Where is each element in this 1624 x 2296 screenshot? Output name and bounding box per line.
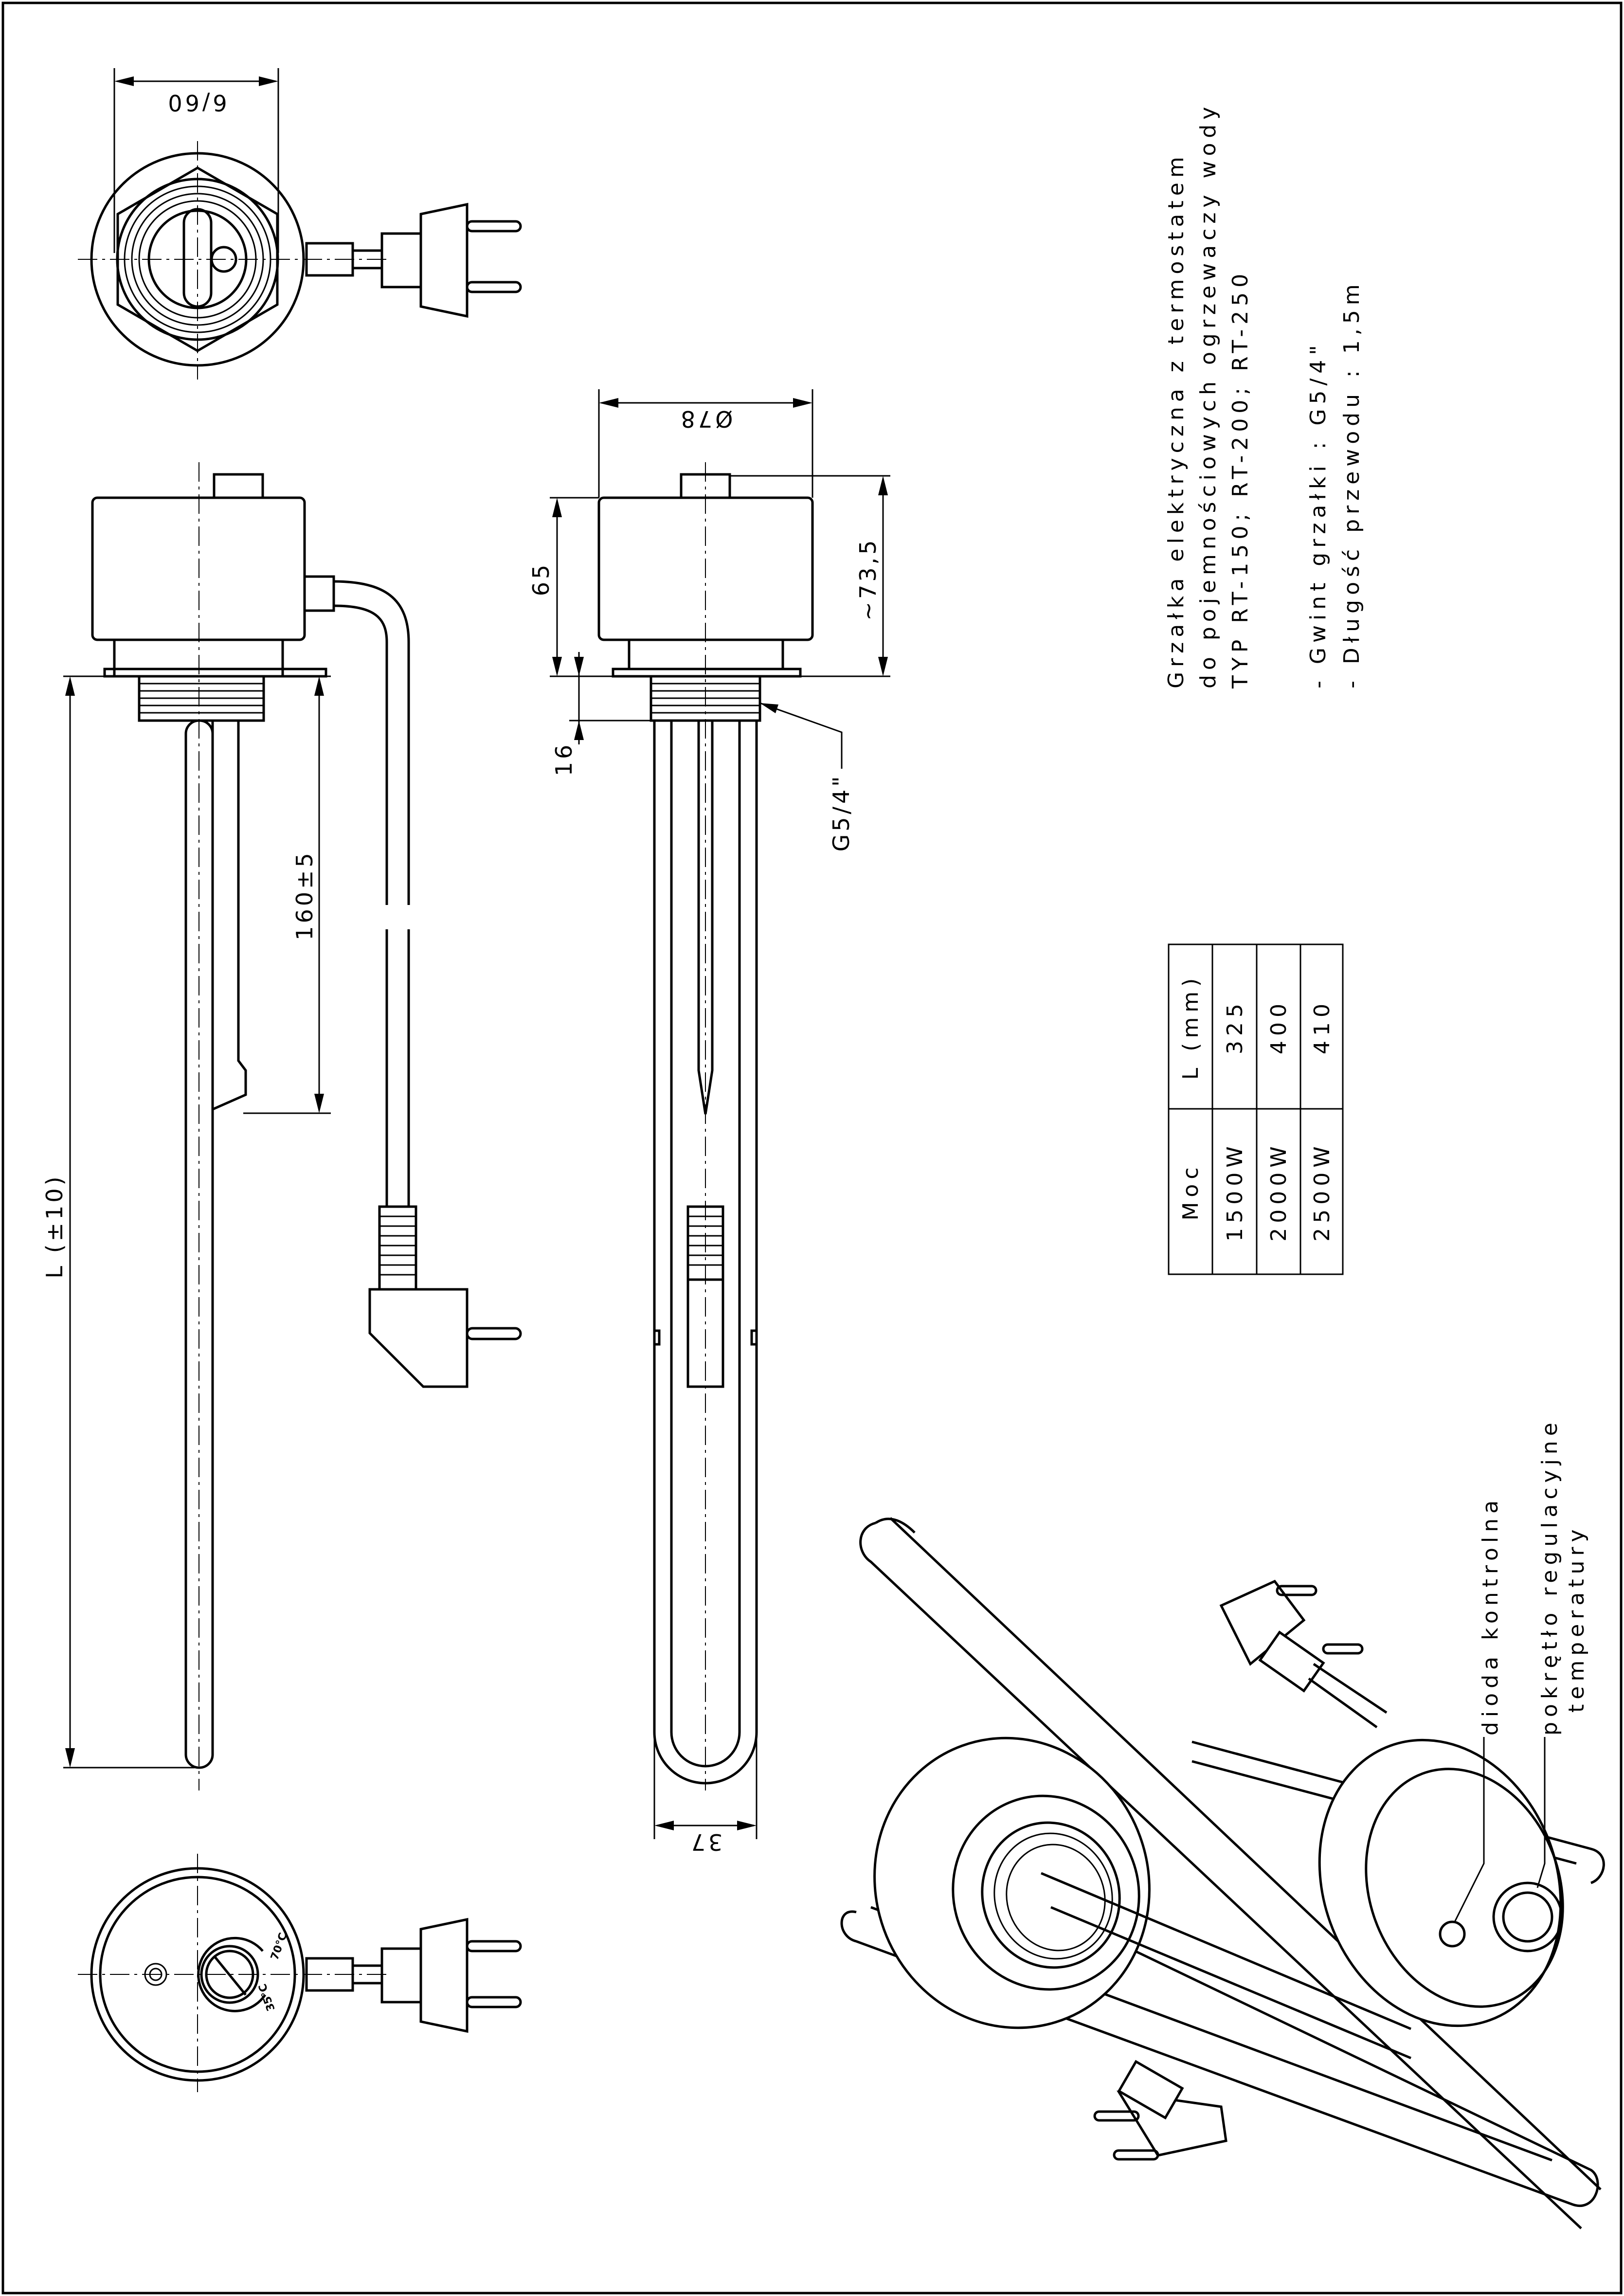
side-view-left: L (±10) 160±5 bbox=[41, 462, 522, 1790]
front-view: 70°C 35°C bbox=[78, 1854, 522, 2092]
side-view-right: Ø78 65 ~73,5 16 bbox=[528, 389, 890, 1855]
spec-thread: - Gwint grzałki : G5/4" bbox=[1306, 340, 1331, 688]
title-line-2: do pojemnościowych ogrzewaczy wody bbox=[1196, 102, 1221, 688]
table-cell: 2000W bbox=[1266, 1141, 1291, 1241]
dial-max-label: 70°C bbox=[269, 1931, 289, 1962]
plug-upper bbox=[1219, 1579, 1388, 1729]
knob-label-line-2: temperatury bbox=[1564, 1524, 1589, 1713]
diameter-label: Ø78 bbox=[678, 406, 733, 432]
thread-16-label: 16 bbox=[551, 742, 577, 777]
table-header-length: L (mm) bbox=[1178, 974, 1203, 1080]
length-L-label: L (±10) bbox=[41, 1174, 68, 1278]
table-cell: 410 bbox=[1310, 999, 1335, 1054]
plug-lower bbox=[1093, 2060, 1227, 2161]
knob-label-line-1: pokrętło regulacyjne bbox=[1537, 1418, 1562, 1736]
width-37-label: 37 bbox=[688, 1829, 723, 1855]
table-cell: 1500W bbox=[1223, 1141, 1247, 1241]
table-cell: 2500W bbox=[1310, 1141, 1335, 1241]
title-line-1: Grzałka elektryczna z termostatem bbox=[1164, 152, 1189, 688]
table-cell: 400 bbox=[1266, 999, 1291, 1054]
table-header-power: Moc bbox=[1178, 1162, 1203, 1220]
hex-size-label: 6/60 bbox=[165, 90, 227, 116]
dial-min-label: 35°C bbox=[256, 1982, 277, 2013]
thread-label: G5/4" bbox=[828, 774, 854, 852]
spec-cable-length: - Długość przewodu : 1,5m bbox=[1339, 279, 1364, 688]
title-line-3: TYP RT-150; RT-200; RT-250 bbox=[1228, 269, 1253, 689]
diode-label: dioda kontrolna bbox=[1478, 1496, 1503, 1736]
table-cell: 325 bbox=[1223, 999, 1247, 1054]
height-65-label: 65 bbox=[528, 562, 554, 597]
power-length-table: Moc L (mm) 1500W 325 2000W 400 2500W 410 bbox=[1168, 943, 1344, 1275]
height-73-5-label: ~73,5 bbox=[855, 538, 881, 621]
control-diode bbox=[1439, 1920, 1466, 1948]
sensor-length-label: 160±5 bbox=[291, 850, 318, 940]
title-block: Grzałka elektryczna z termostatem do poj… bbox=[1164, 102, 1364, 689]
temperature-knob bbox=[1492, 1881, 1563, 1953]
isometric-view: dioda kontrolna pokrętło regulacyjne tem… bbox=[840, 1418, 1605, 2229]
top-view: 6/60 bbox=[78, 68, 522, 380]
